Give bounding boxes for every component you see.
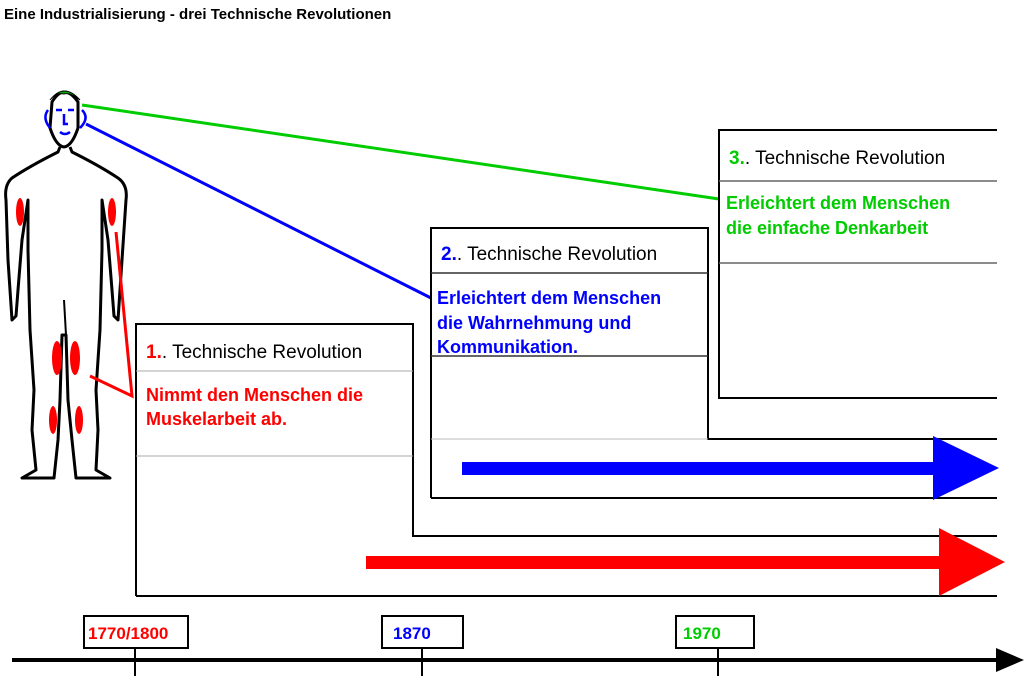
timeline: 1770/1800 1870 1970 (12, 615, 1024, 676)
revolution-description: Nimmt den Menschen die (146, 385, 363, 405)
timeline-arrowhead-icon (996, 648, 1024, 672)
blue-arrow-icon (462, 436, 999, 500)
revolution-description: Kommunikation. (437, 337, 578, 357)
year-label: 1770/1800 (88, 624, 168, 643)
revolution-description: Erleichtert dem Menschen (437, 288, 661, 308)
face-features-icon (44, 108, 87, 136)
revolution-heading: . Technische Revolution (457, 244, 657, 265)
revolution-description: die einfache Denkarbeit (726, 218, 928, 238)
human-figure-icon (4, 90, 128, 480)
hair-icon (49, 90, 81, 101)
revolution-1-box: 1.. Technische Revolution Nimmt den Mens… (135, 323, 997, 597)
red-arrow-icon (366, 528, 1005, 596)
connector-brain-third (81, 103, 720, 201)
revolution-description: Muskelarbeit ab. (146, 409, 287, 429)
revolution-number: 3. (729, 148, 745, 169)
connector-muscles-first (89, 231, 134, 399)
revolution-description: die Wahrnehmung und (437, 313, 631, 333)
muscles-icon (16, 198, 116, 434)
revolution-3-box: 3.. Technische Revolution Erleichtert de… (718, 129, 997, 399)
svg-text:3.. Technische Revolution: 3.. Technische Revolution (729, 148, 945, 169)
svg-text:1.. Technische Revolution: 1.. Technische Revolution (146, 342, 362, 363)
revolution-heading: . Technische Revolution (162, 342, 362, 363)
diagram-title: Eine Industrialisierung - drei Technisch… (4, 6, 391, 23)
svg-text:2.. Technische Revolution: 2.. Technische Revolution (441, 244, 657, 265)
revolution-description: Erleichtert dem Menschen (726, 193, 950, 213)
revolution-number: 1. (146, 342, 162, 363)
year-label: 1870 (393, 624, 431, 643)
revolution-heading: . Technische Revolution (745, 148, 945, 169)
connector-senses-second (85, 122, 432, 300)
year-label: 1970 (683, 624, 721, 643)
revolution-2-box: 2.. Technische Revolution Erleichtert de… (430, 227, 997, 499)
revolution-number: 2. (441, 244, 457, 265)
